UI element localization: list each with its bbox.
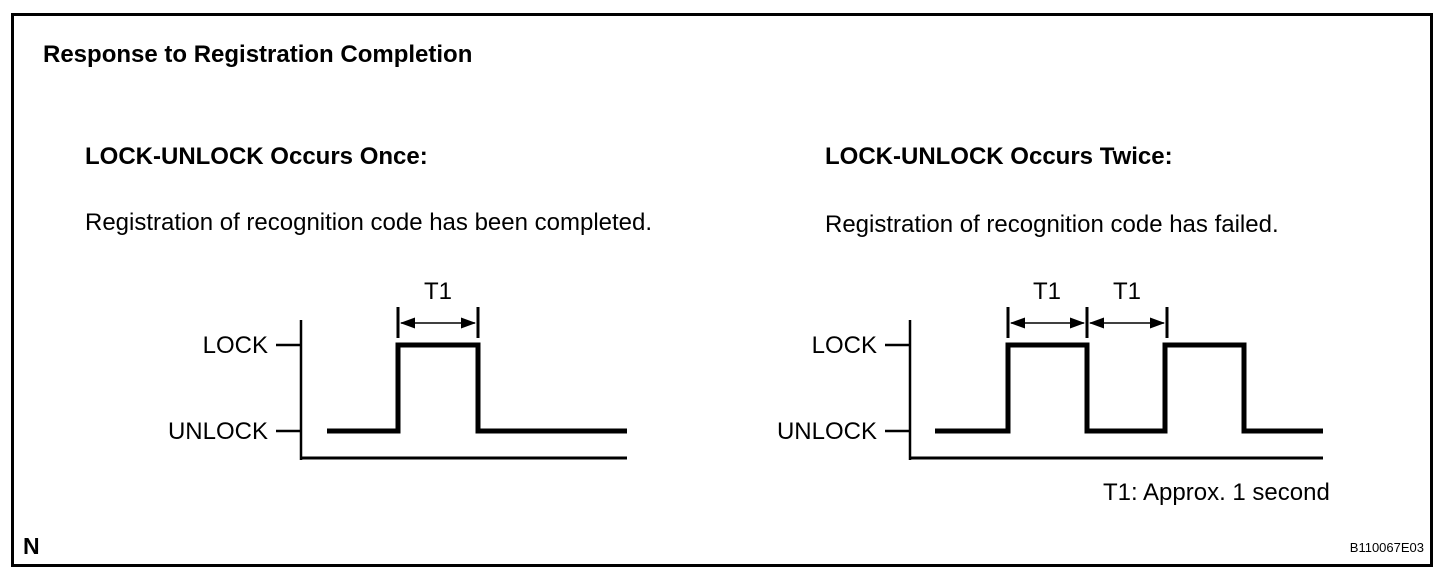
arrowhead-left-icon [1010,317,1025,329]
t1-dimension-label: T1 [424,278,452,305]
t1-footnote: T1: Approx. 1 second [1103,479,1330,506]
figure-frame [11,13,1433,567]
arrowhead-right-icon [1070,317,1085,329]
lock-label: LOCK [812,332,877,359]
unlock-label: UNLOCK [777,418,877,445]
section-once-description: Registration of recognition code has bee… [85,209,653,236]
arrowhead-right-icon [461,317,476,329]
lock-label: LOCK [203,332,268,359]
t1-dimension-label: T1 [1033,278,1061,305]
section-twice-heading: LOCK-UNLOCK Occurs Twice: [825,143,1173,170]
figure-title: Response to Registration Completion [43,41,473,68]
waveform-trace [935,342,1323,434]
waveform-trace [327,342,627,434]
page-marker-n: N [23,533,40,559]
unlock-label: UNLOCK [168,418,268,445]
waveform-twice-diagram: T1 T1 LOCK UNLOCK [777,278,1323,460]
arrowhead-left-icon [400,317,415,329]
waveform-once-diagram: T1 LOCK UNLOCK [168,278,627,460]
t1-dimension-label: T1 [1113,278,1141,305]
figure-code: B110067E03 [1349,540,1424,555]
section-once-heading: LOCK-UNLOCK Occurs Once: [85,143,428,170]
arrowhead-right-icon [1150,317,1165,329]
arrowhead-left-icon [1089,317,1104,329]
section-twice-description: Registration of recognition code has fai… [825,211,1279,238]
